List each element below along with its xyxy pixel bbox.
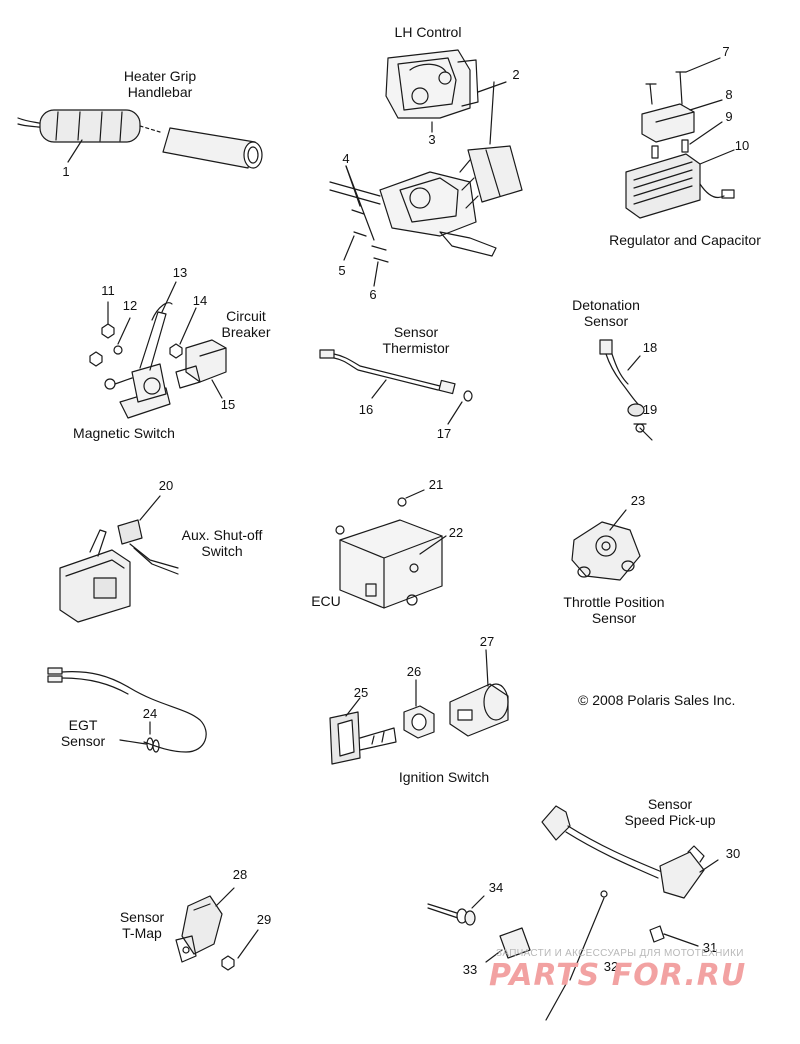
part-number-8: 8	[725, 87, 733, 102]
part-number-23: 23	[630, 493, 646, 508]
part-number-32: 32	[603, 959, 619, 974]
part-number-18: 18	[642, 340, 658, 355]
magnetic-switch-part	[89, 281, 197, 419]
part-number-11: 11	[101, 283, 115, 298]
part-number-25: 25	[353, 685, 369, 700]
part-number-7: 7	[722, 44, 730, 59]
part-number-2: 2	[512, 67, 520, 82]
part-number-17: 17	[436, 426, 452, 441]
part-number-3: 3	[428, 132, 436, 147]
part-number-6: 6	[369, 287, 377, 302]
label-regulator: Regulator and Capacitor	[609, 232, 761, 248]
part-number-9: 9	[725, 109, 733, 124]
circuit-breaker-part	[175, 339, 227, 399]
part-number-22: 22	[448, 525, 464, 540]
part-number-31: 31	[702, 940, 718, 955]
aux-shutoff-part	[59, 495, 179, 623]
part-number-30: 30	[725, 846, 741, 861]
label-ignition-switch: Ignition Switch	[398, 769, 490, 785]
part-number-5: 5	[338, 263, 346, 278]
ecu-part	[335, 489, 447, 609]
part-number-27: 27	[479, 634, 495, 649]
egt-sensor-part	[47, 667, 207, 753]
part-number-1: 1	[62, 164, 70, 179]
part-number-26: 26	[406, 664, 422, 679]
label-ecu: ECU	[311, 593, 341, 609]
part-number-33: 33	[462, 962, 478, 977]
regulator-capacitor-part	[625, 57, 735, 219]
copyright-text: © 2008 Polaris Sales Inc.	[578, 692, 736, 708]
label-lh-control: LH Control	[394, 24, 462, 40]
part-number-16: 16	[358, 402, 374, 417]
part-number-4: 4	[342, 151, 350, 166]
lh-control-assembly	[329, 81, 523, 287]
part-number-19: 19	[642, 402, 658, 417]
detonation-sensor-part	[599, 339, 653, 441]
part-number-12: 12	[122, 298, 138, 313]
part-number-10: 10	[734, 138, 750, 153]
part-number-29: 29	[256, 912, 272, 927]
lh-control-housing	[385, 49, 507, 133]
part-number-20: 20	[158, 478, 174, 493]
throttle-position-part	[571, 509, 641, 581]
part-number-14: 14	[192, 293, 208, 308]
small-clip-parts	[427, 895, 531, 963]
part-number-28: 28	[232, 867, 248, 882]
watermark-logo: PARTS FOR.RU	[489, 958, 747, 993]
tmap-sensor-part	[175, 887, 259, 971]
part-number-15: 15	[220, 397, 236, 412]
label-magnetic-switch: Magnetic Switch	[73, 425, 175, 441]
sensor-thermistor-part	[319, 349, 473, 425]
ignition-switch-part	[329, 649, 509, 765]
part-number-34: 34	[488, 880, 504, 895]
speed-pickup-part	[541, 805, 719, 1021]
part-number-21: 21	[428, 477, 444, 492]
part-number-24: 24	[142, 706, 158, 721]
watermark-tagline: ЗАПЧАСТИ И АКСЕССУАРЫ ДЛЯ МОТОТЕХНИКИ	[496, 948, 744, 959]
part-number-13: 13	[172, 265, 188, 280]
heater-grip-part	[17, 109, 263, 169]
